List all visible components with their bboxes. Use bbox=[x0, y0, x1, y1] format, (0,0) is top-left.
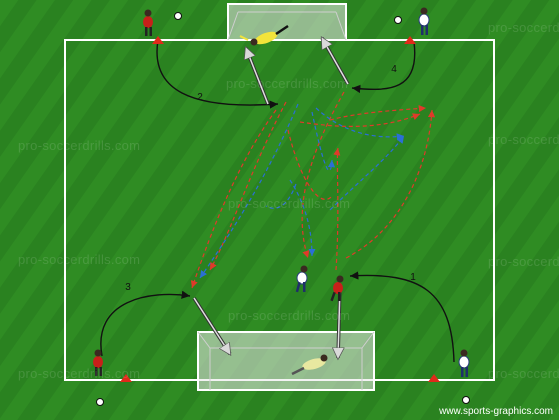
run-3 bbox=[100, 290, 191, 357]
cone bbox=[428, 374, 440, 382]
watermark: pro-soccerdrills.com bbox=[488, 254, 559, 269]
pass-red-1 bbox=[190, 109, 277, 289]
top-goal bbox=[227, 3, 347, 41]
pass-red-7 bbox=[329, 104, 427, 121]
run-4 bbox=[351, 41, 416, 94]
sequence-label: 3 bbox=[125, 282, 131, 293]
shot-top-right bbox=[320, 38, 350, 85]
blue-passes bbox=[199, 103, 405, 279]
player-white-top-right bbox=[418, 7, 430, 35]
cones bbox=[120, 36, 440, 382]
balls bbox=[96, 12, 470, 406]
cone bbox=[404, 36, 416, 44]
pass-red-6 bbox=[299, 113, 421, 128]
pass-red-5 bbox=[345, 109, 436, 259]
pass-blue-6 bbox=[265, 183, 297, 209]
player-red-center bbox=[330, 275, 344, 302]
watermark: pro-soccerdrills.com bbox=[488, 132, 559, 147]
shot-bottom-left bbox=[192, 297, 232, 354]
ball bbox=[462, 396, 470, 404]
pass-blue-2 bbox=[311, 111, 336, 171]
ball bbox=[394, 16, 402, 24]
goalkeeper-bottom bbox=[291, 354, 328, 376]
sequence-label: 2 bbox=[197, 92, 203, 103]
watermark: pro-soccerdrills.com bbox=[226, 76, 349, 91]
run-2 bbox=[156, 39, 279, 109]
watermark: pro-soccerdrills.com bbox=[18, 366, 141, 381]
pass-blue-4 bbox=[329, 135, 405, 211]
watermark: pro-soccerdrills.com bbox=[18, 252, 141, 267]
sequence-label: 1 bbox=[410, 272, 416, 283]
watermark: pro-soccerdrills.com bbox=[228, 196, 351, 211]
red-passes bbox=[190, 91, 436, 289]
credit-text: www.sports-graphics.com bbox=[439, 406, 553, 417]
watermark: pro-soccerdrills.com bbox=[228, 308, 351, 323]
watermark: pro-soccerdrills.com bbox=[488, 20, 559, 35]
player-red-top-left bbox=[143, 9, 153, 36]
shot-top-left bbox=[246, 48, 270, 105]
cone bbox=[152, 36, 164, 44]
player-white-center bbox=[295, 265, 308, 293]
pass-red-4 bbox=[333, 147, 341, 271]
watermark: pro-soccerdrills.com bbox=[488, 366, 559, 381]
ball bbox=[174, 12, 182, 20]
goalkeeper-top bbox=[239, 24, 289, 46]
player-white-bottom-right bbox=[458, 349, 470, 377]
run-1 bbox=[349, 271, 455, 363]
watermark: pro-soccerdrills.com bbox=[18, 138, 141, 153]
cone bbox=[120, 374, 132, 382]
sequence-label: 4 bbox=[391, 64, 397, 75]
ball bbox=[96, 398, 104, 406]
pass-red-8 bbox=[287, 129, 333, 201]
player-red-bottom-left bbox=[93, 349, 103, 376]
pass-blue-1 bbox=[199, 103, 299, 279]
pass-blue-5 bbox=[315, 107, 405, 141]
bottom-goal bbox=[197, 331, 375, 391]
